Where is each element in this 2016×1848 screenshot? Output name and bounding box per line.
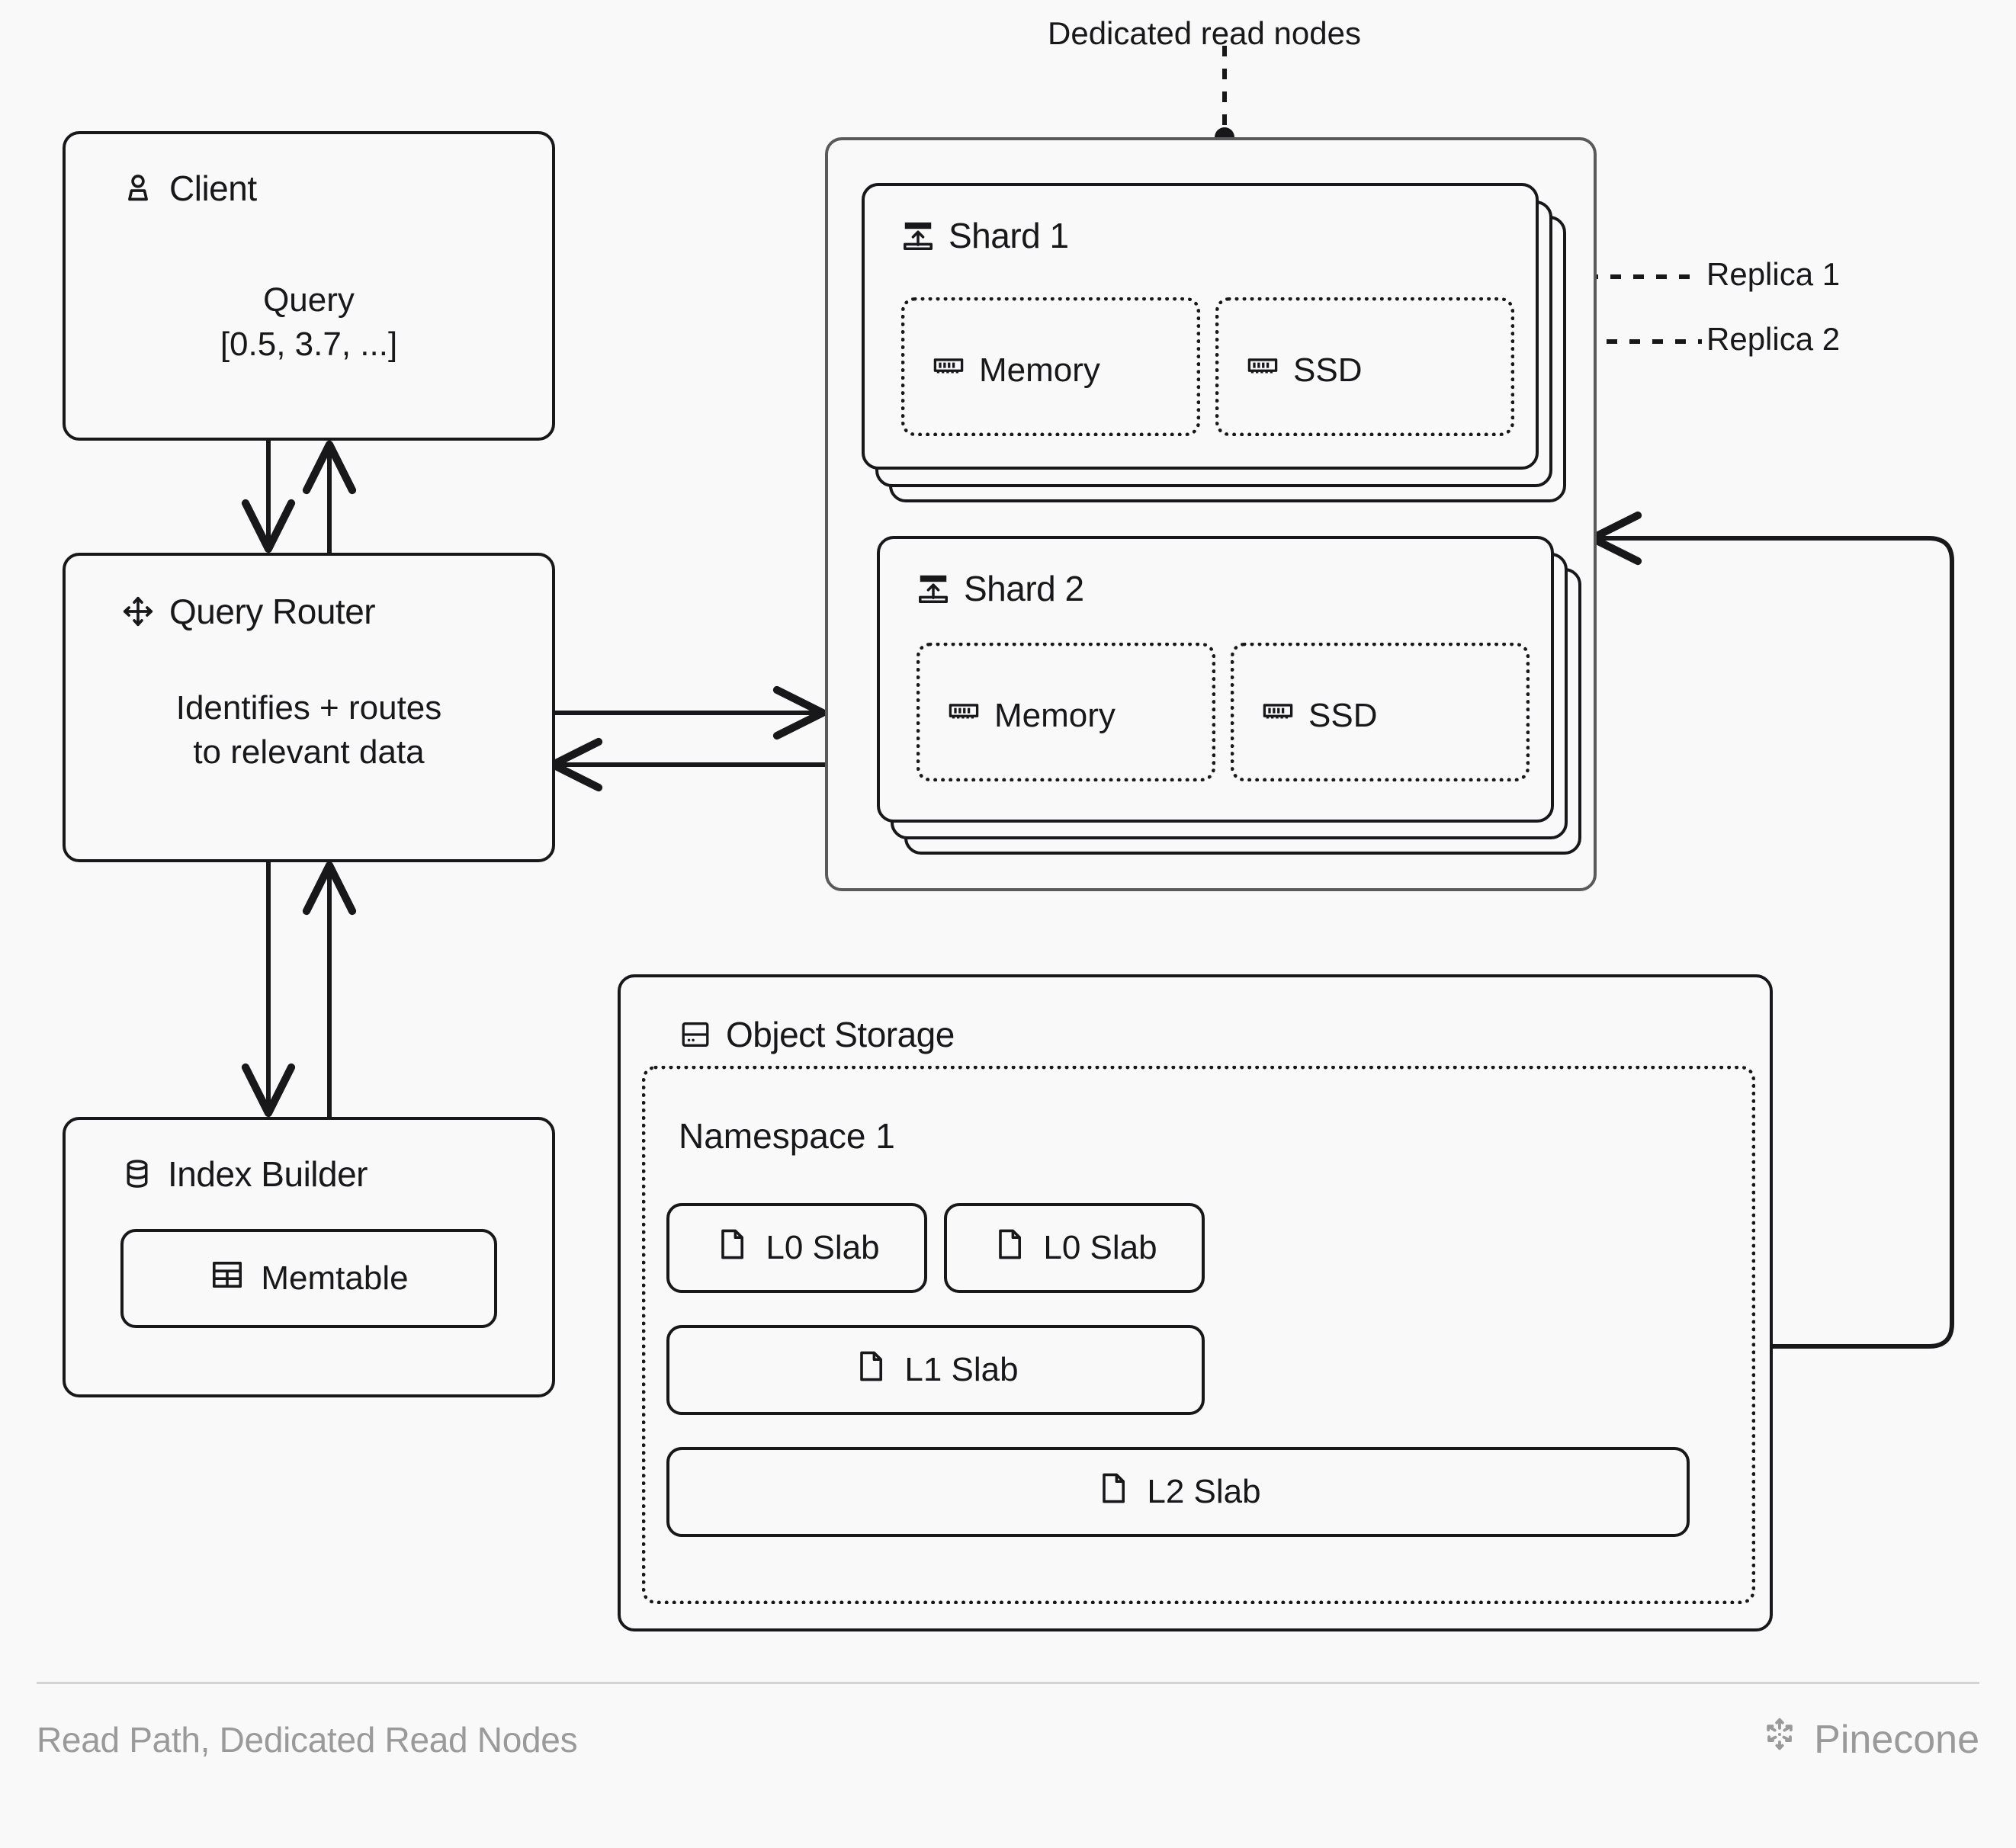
client-header: Client: [120, 168, 257, 209]
l1-slab[interactable]: L1 Slab: [666, 1325, 1205, 1415]
query-router-node[interactable]: [63, 553, 555, 862]
file-icon: [991, 1226, 1028, 1271]
shard-2-label: Shard 2: [964, 569, 1084, 608]
shard-2-ssd-label-group: SSD: [1261, 695, 1377, 736]
shard-icon: [901, 219, 935, 252]
server-drive-icon: [679, 1018, 712, 1051]
l0-slab-1[interactable]: L0 Slab: [666, 1203, 927, 1293]
replica-1-annotation: Replica 1: [1706, 256, 1841, 292]
file-icon: [852, 1348, 889, 1393]
pinecone-logo-icon: [1759, 1714, 1800, 1765]
database-icon: [120, 1157, 154, 1191]
namespace-1-label: Namespace 1: [679, 1116, 895, 1156]
object-storage-header: Object Storage: [679, 1014, 955, 1055]
client-query-text: Query [0.5, 3.7, ...]: [220, 281, 398, 364]
shard-icon: [917, 572, 950, 605]
user-icon: [120, 171, 156, 206]
shard-1-ssd-label: SSD: [1293, 351, 1363, 389]
diagram-title: Read Path, Dedicated Read Nodes: [37, 1720, 578, 1760]
shard-2-ssd-label: SSD: [1308, 696, 1378, 734]
file-icon: [1095, 1470, 1132, 1515]
index-builder-label: Index Builder: [168, 1154, 368, 1194]
l0-slab-2-label: L0 Slab: [1043, 1229, 1157, 1266]
l0-slab-2[interactable]: L0 Slab: [944, 1203, 1205, 1293]
query-router-body: Identifies + routes to relevant data: [175, 689, 442, 772]
client-node[interactable]: [63, 131, 555, 441]
client-label: Client: [169, 168, 257, 208]
table-icon: [209, 1256, 246, 1301]
shard-1-memory-label: Memory: [979, 351, 1100, 389]
l1-slab-label: L1 Slab: [904, 1351, 1019, 1388]
pinecone-wordmark: Pinecone: [1814, 1717, 1979, 1762]
index-builder-header: Index Builder: [120, 1153, 368, 1195]
file-icon: [714, 1226, 750, 1271]
move-arrows-icon: [120, 594, 156, 629]
footer-divider: [37, 1682, 1979, 1684]
shard-1-header: Shard 1: [901, 215, 1069, 256]
shard-1-ssd-label-group: SSD: [1246, 349, 1362, 391]
memtable-label: Memtable: [261, 1259, 409, 1297]
shard-2-ssd-tier[interactable]: [1231, 643, 1530, 781]
dedicated-read-nodes-annotation: Dedicated read nodes: [1048, 15, 1361, 51]
l2-slab-label: L2 Slab: [1147, 1473, 1261, 1510]
memtable-box[interactable]: Memtable: [120, 1229, 497, 1328]
l2-slab[interactable]: L2 Slab: [666, 1447, 1690, 1537]
shard-1-label: Shard 1: [949, 216, 1069, 255]
memory-chip-icon: [1261, 695, 1295, 736]
query-router-header: Query Router: [120, 591, 376, 632]
shard-2-memory-tier[interactable]: [917, 643, 1215, 781]
shard-1-ssd-tier[interactable]: [1215, 297, 1514, 436]
memory-chip-icon: [932, 349, 965, 391]
shard-2-memory-label-group: Memory: [947, 695, 1116, 736]
memory-chip-icon: [1246, 349, 1279, 391]
object-storage-label: Object Storage: [726, 1015, 955, 1054]
replica-2-annotation: Replica 2: [1706, 321, 1841, 357]
shard-2-memory-label: Memory: [994, 696, 1116, 734]
memory-chip-icon: [947, 695, 981, 736]
shard-2-header: Shard 2: [917, 568, 1084, 609]
l0-slab-1-label: L0 Slab: [766, 1229, 880, 1266]
shard-1-memory-label-group: Memory: [932, 349, 1100, 391]
pinecone-brand: Pinecone: [1759, 1714, 1979, 1765]
shard-1-memory-tier[interactable]: [901, 297, 1200, 436]
query-router-label: Query Router: [169, 592, 376, 631]
